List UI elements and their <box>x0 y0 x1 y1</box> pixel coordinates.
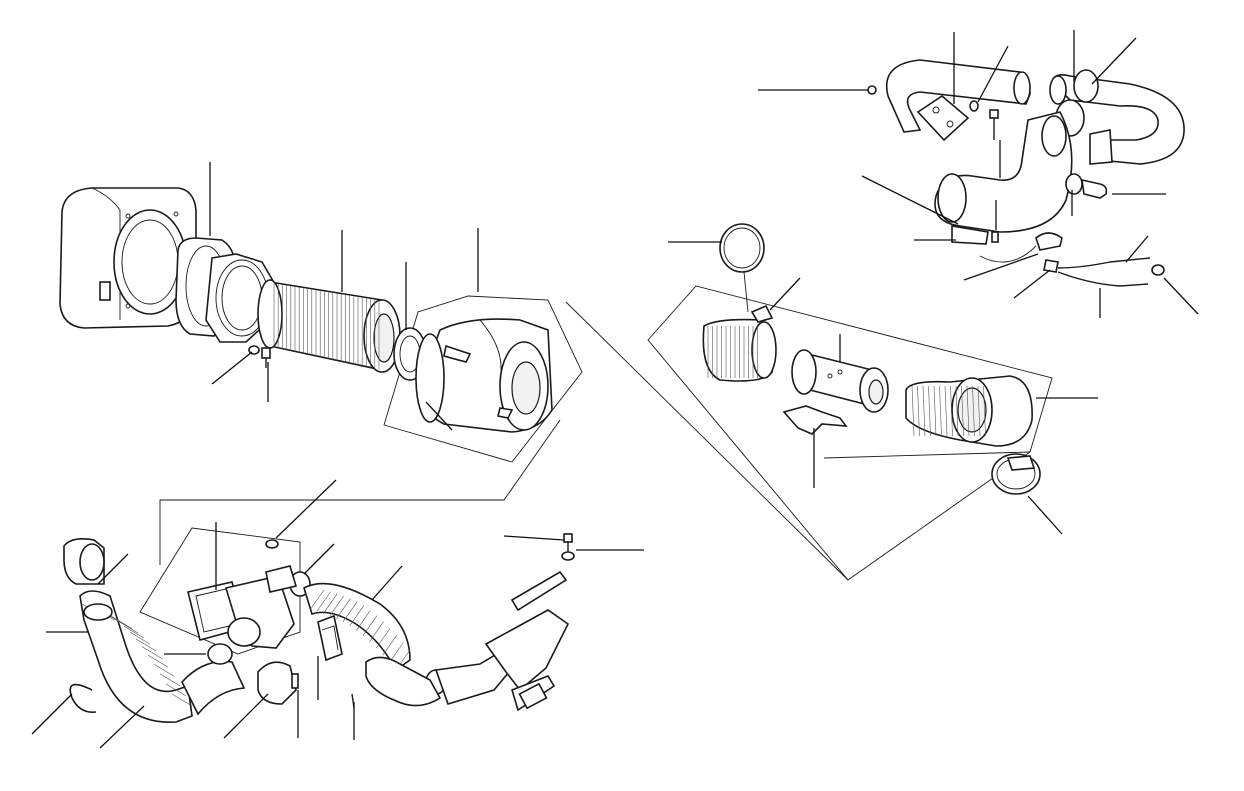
adapter <box>63 538 105 585</box>
hose-clamp <box>83 571 447 695</box>
leader-line <box>275 479 337 539</box>
sensor-clip <box>317 614 343 662</box>
c-clip <box>69 683 97 714</box>
screw <box>261 347 271 368</box>
frame-filter-canister <box>383 295 583 463</box>
filter-element <box>257 279 401 373</box>
ducting-assembly <box>63 533 575 723</box>
leader-line <box>1027 495 1063 535</box>
frame-hose-assembly <box>647 285 1053 581</box>
leader-line <box>425 401 453 431</box>
hose-clip <box>719 223 765 313</box>
washer <box>265 539 575 561</box>
stud <box>1065 173 1108 199</box>
frame-ducting-top <box>159 419 561 565</box>
leader-line <box>99 705 145 749</box>
exhaust-manifold-assembly <box>867 59 1185 287</box>
corrugated-elbow <box>905 375 1033 447</box>
leader-line <box>1125 235 1149 263</box>
intake-hose-assembly <box>702 223 1041 495</box>
throttle-body <box>224 565 298 649</box>
filter-canister <box>415 318 553 433</box>
valve <box>257 661 299 705</box>
silencer <box>791 349 889 413</box>
leader-line <box>371 565 403 601</box>
leader-line <box>1091 37 1137 85</box>
leader-lines <box>31 30 1199 749</box>
leader-line <box>1013 269 1051 299</box>
manifold-pipe-left <box>886 59 1031 133</box>
leader-line <box>31 693 73 735</box>
leader-line <box>223 693 269 739</box>
leader-line <box>1163 277 1199 315</box>
wiring <box>979 245 1151 287</box>
flange <box>916 95 970 142</box>
leader-line <box>211 351 253 385</box>
nut <box>867 85 979 112</box>
sensor <box>1035 232 1165 276</box>
leader-line <box>977 45 1009 103</box>
frame-hose-inner-line <box>823 451 1031 459</box>
leader-line <box>503 535 565 541</box>
corrugated-hose-long <box>79 590 246 723</box>
hose-clamp <box>991 453 1041 495</box>
bracket <box>951 225 999 245</box>
leader-line <box>861 175 959 225</box>
duct-bracket <box>484 570 570 712</box>
frame-connector-line <box>565 301 849 581</box>
leader-line <box>97 553 129 585</box>
leader-line <box>303 543 335 575</box>
leader-line <box>963 253 1039 281</box>
air-filter-assembly <box>59 187 553 433</box>
corrugated-hose-mid <box>303 582 411 672</box>
leader-line <box>769 277 801 311</box>
bracket <box>782 405 848 435</box>
bolt <box>989 109 999 140</box>
filter-housing-cover <box>59 187 197 329</box>
corrugated-hose-short <box>702 304 777 382</box>
